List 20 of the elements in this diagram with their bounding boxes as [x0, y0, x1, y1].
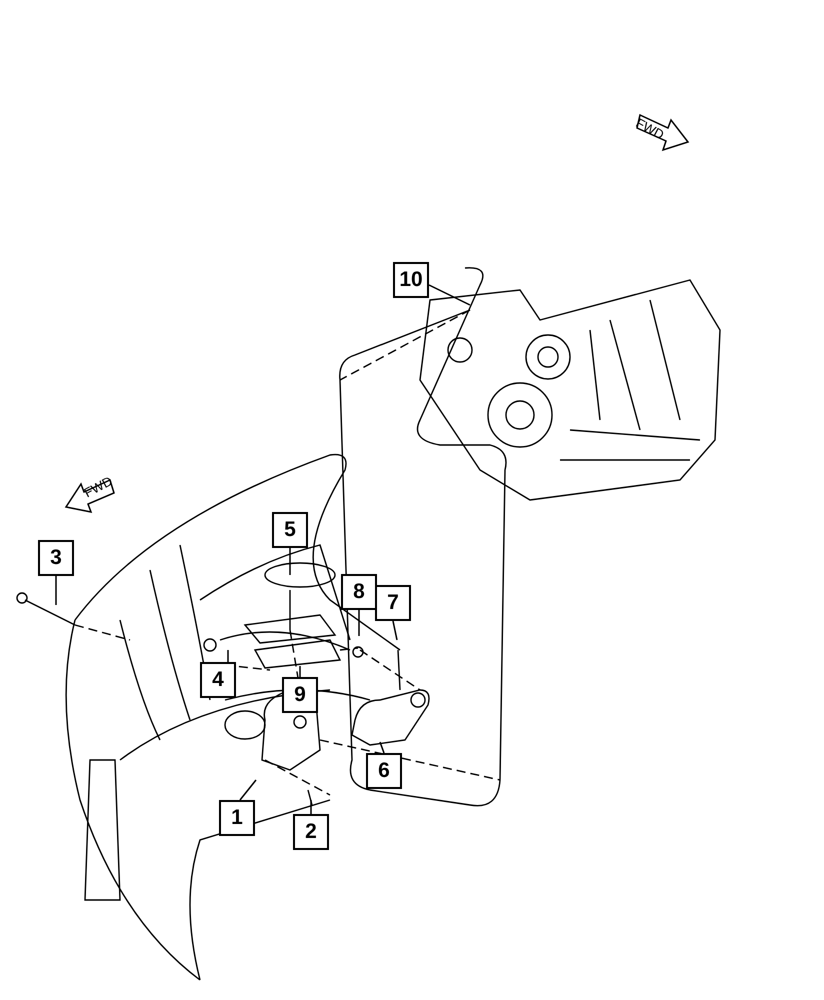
leader-line [227, 650, 229, 662]
callout-number: 4 [200, 662, 236, 698]
callout-number: 5 [272, 512, 308, 548]
leader-line [392, 620, 398, 640]
callout-number: 3 [38, 540, 74, 576]
callout-number: 6 [366, 753, 402, 789]
callout-number: 2 [293, 814, 329, 850]
leader-line [299, 666, 301, 677]
leader-line [239, 780, 257, 800]
leader-line [289, 548, 291, 575]
leader-line [428, 284, 470, 306]
callout-number: 10 [393, 262, 429, 298]
callout-number: 1 [219, 800, 255, 836]
leader-line [310, 800, 312, 814]
callout-number: 9 [282, 677, 318, 713]
callout-number: 7 [375, 585, 411, 621]
leader-line [358, 610, 360, 636]
leader-line [55, 576, 57, 605]
leader-line [379, 742, 385, 754]
callout-number: 8 [341, 574, 377, 610]
